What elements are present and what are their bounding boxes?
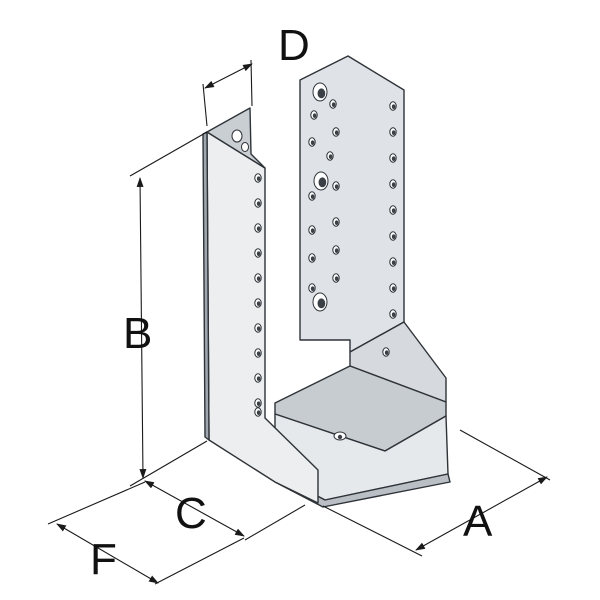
- seat-nail-hole-shadow: [337, 434, 343, 440]
- dimension-label-c: C: [175, 489, 207, 538]
- nail-hole-shadow: [391, 208, 396, 213]
- nail-hole-shadow: [384, 350, 389, 355]
- dimension-label-a: A: [463, 497, 493, 546]
- nail-hole-shadow: [256, 351, 261, 356]
- nail-hole-shadow: [256, 176, 261, 181]
- nail-hole-shadow: [391, 234, 396, 239]
- nail-hole-shadow: [256, 226, 261, 231]
- nail-hole-shadow: [256, 201, 261, 206]
- nail-hole-shadow: [334, 130, 339, 135]
- nail-hole-shadow: [256, 376, 261, 381]
- nail-hole-shadow: [256, 276, 261, 281]
- nail-hole-shadow: [310, 194, 315, 199]
- nail-hole-shadow: [391, 286, 396, 291]
- bolt-hole-shadow: [317, 88, 326, 99]
- left-flange: [206, 131, 319, 504]
- nail-hole-shadow: [331, 102, 336, 107]
- nail-hole-shadow: [256, 326, 261, 331]
- nail-hole-shadow: [334, 184, 339, 189]
- tab-holes: [231, 129, 249, 152]
- bolt-hole-shadow: [317, 298, 326, 309]
- dimension-label-f: F: [90, 535, 117, 584]
- nail-hole-shadow: [391, 312, 396, 317]
- dimension-a-line: [415, 476, 548, 551]
- nail-hole-shadow: [310, 140, 315, 145]
- dimension-lines: [47, 59, 551, 585]
- nail-hole-shadow: [391, 156, 396, 161]
- dimension-d-line: [204, 63, 253, 89]
- bolt-hole-shadow: [318, 177, 327, 188]
- nail-hole-shadow: [334, 248, 339, 253]
- dimension-label-d: D: [278, 21, 310, 70]
- nail-hole-shadow: [391, 182, 396, 187]
- dimension-c-line: [144, 480, 245, 537]
- hanger-body: [202, 55, 451, 508]
- nail-hole-shadow: [256, 251, 261, 256]
- nail-hole-shadow: [328, 154, 333, 159]
- right-flange-holes: [308, 99, 397, 357]
- nail-hole-shadow: [391, 260, 396, 265]
- left-flange-holes: [254, 173, 262, 417]
- dimension-label-b: B: [123, 309, 152, 358]
- nail-hole-shadow: [391, 104, 396, 109]
- nail-hole-shadow: [310, 286, 315, 291]
- nail-hole-shadow: [391, 130, 396, 135]
- nail-hole-shadow: [312, 113, 317, 118]
- dimension-f-line: [56, 523, 159, 584]
- dimension-b-line: [136, 177, 147, 479]
- right-flange-bolt-holes: [312, 82, 329, 312]
- nail-hole-shadow: [334, 220, 339, 225]
- nail-hole-shadow: [256, 401, 261, 406]
- nail-hole-shadow: [310, 228, 315, 233]
- nail-hole-shadow: [334, 276, 339, 281]
- nail-hole-shadow: [256, 301, 261, 306]
- nail-hole-shadow: [256, 410, 261, 415]
- nail-hole-shadow: [310, 256, 315, 261]
